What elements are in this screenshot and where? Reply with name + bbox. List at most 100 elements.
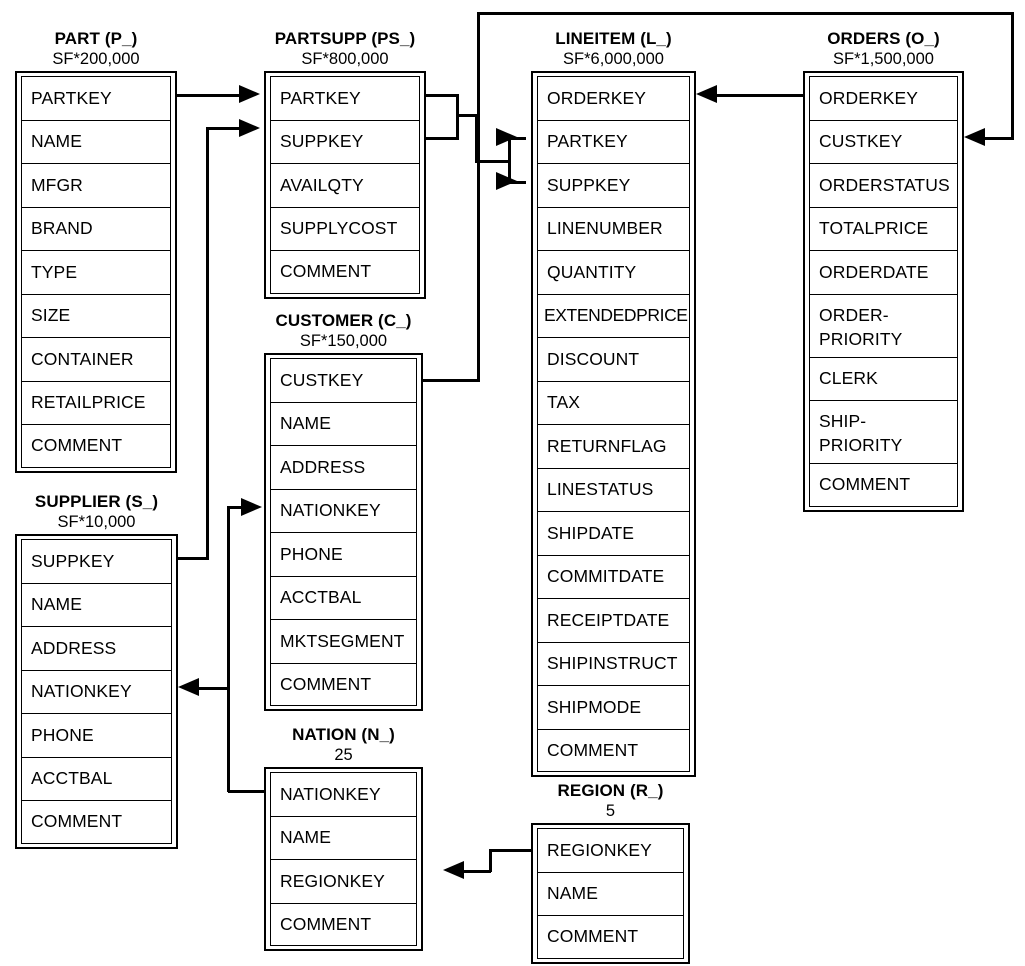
entity-orders-body: ORDERKEY CUSTKEY ORDERSTATUS TOTALPRICE … [803,71,964,512]
rel-orders-lineitem-arrow [696,85,717,103]
column-orders-totalprice: TOTALPRICE [809,206,958,250]
rel-nation-keys-seg2 [227,506,230,792]
rel-partsupp-lineitem-bridge [456,114,478,117]
column-customer-phone: PHONE [270,532,417,576]
column-orders-orderstatus: ORDERSTATUS [809,163,958,207]
rel-partsupp-lineitem-run [475,160,510,163]
rel-region-nation-seg1 [490,849,532,852]
column-lineitem-orderkey: ORDERKEY [537,76,690,120]
column-supplier-acctbal: ACCTBAL [21,756,172,800]
rel-nation-supplier-seg [199,687,229,690]
column-lineitem-returnflag: RETURNFLAG [537,424,690,468]
entity-nation: NATION (N_) 25 NATIONKEY NAME REGIONKEY … [264,724,423,951]
column-supplier-nationkey: NATIONKEY [21,669,172,713]
column-customer-acctbal: ACCTBAL [270,575,417,619]
column-partsupp-suppkey: SUPPKEY [270,119,420,163]
column-customer-name: NAME [270,401,417,445]
column-orders-shippriority: SHIP- PRIORITY [809,400,958,463]
column-supplier-name: NAME [21,582,172,626]
column-supplier-comment: COMMENT [21,800,172,844]
entity-orders-cardinality: SF*1,500,000 [833,50,934,68]
rel-partsupp-lineitem-from-suppkey [426,137,458,140]
column-part-type: TYPE [21,250,171,294]
entity-supplier: SUPPLIER (S_) SF*10,000 SUPPKEY NAME ADD… [15,491,178,849]
rel-nation-customer-seg [227,506,249,509]
entity-partsupp-body: PARTKEY SUPPKEY AVAILQTY SUPPLYCOST COMM… [264,71,426,299]
column-region-comment: COMMENT [537,915,684,959]
entity-supplier-title: SUPPLIER (S_) [34,492,159,511]
column-supplier-phone: PHONE [21,713,172,757]
column-lineitem-suppkey: SUPPKEY [537,163,690,207]
rel-nation-customer-arrow [241,498,262,516]
column-customer-mktsegment: MKTSEGMENT [270,619,417,663]
entity-part-title: PART (P_) [54,29,138,48]
entity-lineitem: LINEITEM (L_) SF*6,000,000 ORDERKEY PART… [531,28,696,777]
column-part-comment: COMMENT [21,424,171,468]
rel-partsupp-lineitem-drop [475,114,478,162]
column-nation-name: NAME [270,815,417,859]
entity-nation-cardinality: 25 [334,746,353,764]
rel-region-nation-seg3 [464,870,491,873]
column-region-regionkey: REGIONKEY [537,828,684,872]
column-supplier-address: ADDRESS [21,626,172,670]
column-orders-custkey: CUSTKEY [809,119,958,163]
entity-region-cardinality: 5 [605,802,616,820]
column-lineitem-tax: TAX [537,380,690,424]
rel-nation-keys-seg1 [228,790,266,793]
rel-supplier-partsupp-seg1 [178,557,209,560]
column-lineitem-extendedprice: EXTENDEDPRICE [537,293,690,337]
entity-part-cardinality: SF*200,000 [52,50,140,68]
column-orders-orderpriority: ORDER- PRIORITY [809,293,958,357]
column-nation-regionkey: REGIONKEY [270,859,417,903]
entity-lineitem-body: ORDERKEY PARTKEY SUPPKEY LINENUMBER QUAN… [531,71,696,777]
column-lineitem-shipmode: SHIPMODE [537,685,690,729]
column-part-retailprice: RETAILPRICE [21,380,171,424]
entity-lineitem-title: LINEITEM (L_) [555,29,672,48]
column-lineitem-discount: DISCOUNT [537,337,690,381]
entity-region: REGION (R_) 5 REGIONKEY NAME COMMENT [531,780,690,964]
rel-part-partsupp-arrow [239,85,260,103]
column-orders-shippriority-line2: PRIORITY [819,435,903,455]
column-orders-comment: COMMENT [809,463,958,507]
column-customer-comment: COMMENT [270,662,417,706]
entity-partsupp-title: PARTSUPP (PS_) [274,29,416,48]
column-lineitem-partkey: PARTKEY [537,119,690,163]
column-customer-address: ADDRESS [270,445,417,489]
column-part-brand: BRAND [21,206,171,250]
rel-orders-lineitem-line [716,94,804,97]
column-orders-clerk: CLERK [809,356,958,400]
column-part-size: SIZE [21,293,171,337]
entity-supplier-cardinality: SF*10,000 [57,513,136,531]
entity-customer-title: CUSTOMER (C_) [275,311,412,330]
rel-supplier-partsupp-seg3 [206,127,242,130]
entity-orders-title: ORDERS (O_) [827,29,940,48]
entity-region-body: REGIONKEY NAME COMMENT [531,823,690,964]
column-orders-shippriority-line1: SHIP- [819,411,867,431]
rel-partsupp-lineitem-branch-partkey [508,137,526,140]
rel-partsupp-lineitem-arrow-partkey [496,128,517,146]
column-part-partkey: PARTKEY [21,76,171,120]
column-nation-comment: COMMENT [270,902,417,946]
column-part-name: NAME [21,119,171,163]
column-lineitem-receiptdate: RECEIPTDATE [537,598,690,642]
entity-region-title: REGION (R_) [557,781,664,800]
entity-part-body: PARTKEY NAME MFGR BRAND TYPE SIZE CONTAI… [15,71,177,473]
column-nation-nationkey: NATIONKEY [270,772,417,816]
entity-customer-body: CUSTKEY NAME ADDRESS NATIONKEY PHONE ACC… [264,353,423,711]
column-customer-custkey: CUSTKEY [270,358,417,402]
rel-region-nation-arrow [443,861,464,879]
rel-partsupp-lineitem-from-partkey [426,94,458,97]
column-lineitem-shipdate: SHIPDATE [537,511,690,555]
entity-customer-cardinality: SF*150,000 [299,332,388,350]
column-lineitem-linenumber: LINENUMBER [537,206,690,250]
entity-lineitem-cardinality: SF*6,000,000 [563,50,664,68]
column-lineitem-shipinstruct: SHIPINSTRUCT [537,641,690,685]
entity-nation-body: NATIONKEY NAME REGIONKEY COMMENT [264,767,423,951]
rel-nation-supplier-arrow [178,678,199,696]
column-part-container: CONTAINER [21,337,171,381]
rel-customer-orders-seg5 [984,137,1014,140]
column-lineitem-linestatus: LINESTATUS [537,467,690,511]
column-partsupp-availqty: AVAILQTY [270,163,420,207]
column-orders-orderpriority-line2: PRIORITY [819,328,903,349]
